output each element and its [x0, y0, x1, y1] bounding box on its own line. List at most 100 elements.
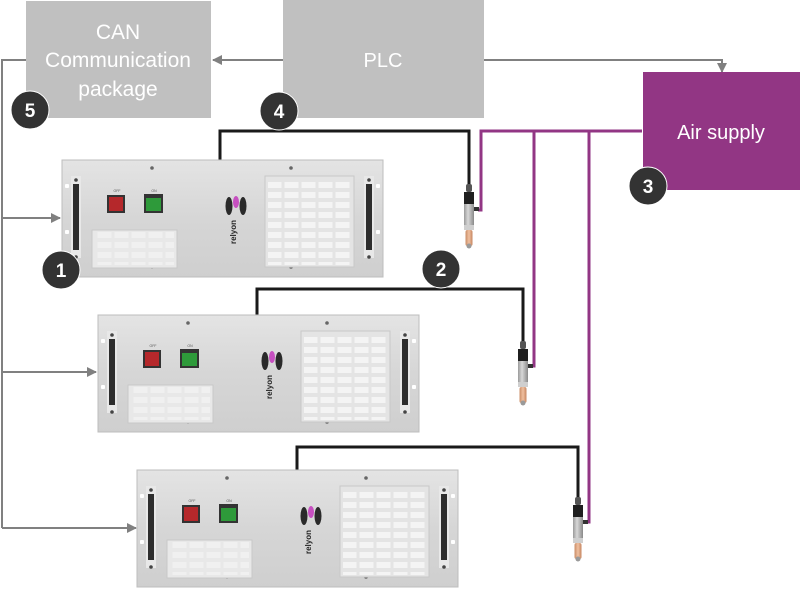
screw-icon — [367, 255, 371, 259]
air-inlet-fitting — [474, 207, 479, 211]
air-supply-box: Air supply — [643, 72, 800, 190]
mount-hole — [412, 385, 416, 389]
off-button-label: OFF — [150, 344, 157, 348]
mount-hole — [412, 339, 416, 343]
mount-hole — [376, 184, 380, 188]
screw-icon — [150, 166, 154, 170]
right-handle — [441, 494, 447, 560]
screw-icon — [367, 178, 371, 182]
small-vent-grille — [170, 542, 249, 575]
screw-icon — [364, 476, 368, 480]
logo-left-pill — [225, 197, 233, 215]
small-vent-grille — [131, 387, 210, 420]
badge-5-text: 5 — [25, 101, 36, 122]
logo-purple-badge — [308, 506, 314, 518]
badge-5: 5 — [10, 90, 50, 130]
large-vent-grille — [304, 334, 387, 420]
logo-right-pill — [239, 197, 247, 215]
can-label-line2: Communication — [45, 49, 191, 72]
logo-right-pill — [314, 507, 322, 525]
nozzle-body — [518, 361, 528, 387]
air-inlet-fitting — [583, 520, 588, 524]
left-handle — [148, 494, 154, 560]
air-lines — [478, 129, 642, 524]
badge-1-text: 1 — [56, 261, 67, 282]
nozzles-layer — [464, 184, 588, 562]
mount-hole — [376, 230, 380, 234]
right-handle — [366, 184, 372, 250]
nozzle-cap — [466, 184, 472, 192]
logo-left-pill — [300, 507, 308, 525]
on-button — [146, 198, 161, 211]
screw-icon — [74, 178, 78, 182]
badge-4: 4 — [259, 91, 299, 131]
plasma-cables — [218, 129, 580, 498]
nozzle-tip — [574, 543, 582, 559]
badge-3: 3 — [628, 166, 668, 206]
can-label-line1: CAN — [96, 21, 140, 44]
screw-icon — [403, 410, 407, 414]
relyon-logo: relyon — [225, 196, 247, 244]
plc-to-air-arrow — [484, 59, 727, 73]
air-line-nozzle1 — [478, 129, 642, 212]
mount-hole — [140, 540, 144, 544]
air-line-nozzle2 — [531, 131, 536, 368]
brand-name: relyon — [304, 530, 313, 554]
off-button — [145, 352, 159, 366]
screw-icon — [403, 333, 407, 337]
mount-hole — [140, 494, 144, 498]
large-vent-grille — [268, 179, 351, 265]
plasma-nozzle-3 — [573, 497, 588, 562]
mount-hole — [65, 184, 69, 188]
screw-icon — [186, 321, 190, 325]
screw-icon — [149, 565, 153, 569]
plc-box: PLC — [283, 0, 484, 118]
badge-4-text: 4 — [274, 102, 285, 123]
nozzle-ring — [518, 382, 528, 387]
left-handle — [109, 339, 115, 405]
can-communication-box: CAN Communication package — [26, 1, 211, 118]
on-button-label: ON — [187, 344, 193, 348]
plc-label: PLC — [364, 50, 403, 72]
cable-unit3-nozzle3 — [295, 445, 580, 498]
nozzle-tip — [465, 230, 473, 246]
screw-icon — [110, 333, 114, 337]
can-label-line3: package — [78, 78, 157, 101]
logo-left-pill — [261, 352, 269, 370]
nozzle-tip-end — [575, 556, 581, 562]
air-inlet-fitting — [528, 364, 533, 368]
screw-icon — [442, 488, 446, 492]
badge-2: 2 — [421, 249, 461, 289]
air-supply-label: Air supply — [677, 122, 765, 144]
nozzle-collar — [573, 505, 583, 517]
small-vent-grille — [95, 232, 174, 265]
plasma-nozzle-2 — [518, 341, 533, 406]
plasma-nozzle-1 — [464, 184, 479, 249]
off-button — [109, 197, 123, 211]
screw-icon — [149, 488, 153, 492]
large-vent-grille — [343, 489, 426, 575]
nozzle-body — [464, 204, 474, 230]
nozzle-cap — [520, 341, 526, 349]
logo-right-pill — [275, 352, 283, 370]
nozzle-ring — [464, 225, 474, 230]
mount-hole — [451, 494, 455, 498]
nozzle-collar — [518, 349, 528, 361]
on-button — [182, 353, 197, 366]
nozzle-tip-end — [466, 243, 472, 249]
badge-3-text: 3 — [643, 177, 654, 198]
cable-unit2-nozzle2 — [255, 287, 525, 342]
nozzle-tip — [519, 387, 527, 403]
nozzle-collar — [464, 192, 474, 204]
mount-hole — [65, 230, 69, 234]
signal-lines — [1, 55, 727, 533]
screw-icon — [442, 565, 446, 569]
relyon-logo: relyon — [300, 506, 322, 554]
mount-hole — [101, 385, 105, 389]
off-button-label: OFF — [114, 189, 121, 193]
brand-name: relyon — [265, 375, 274, 399]
